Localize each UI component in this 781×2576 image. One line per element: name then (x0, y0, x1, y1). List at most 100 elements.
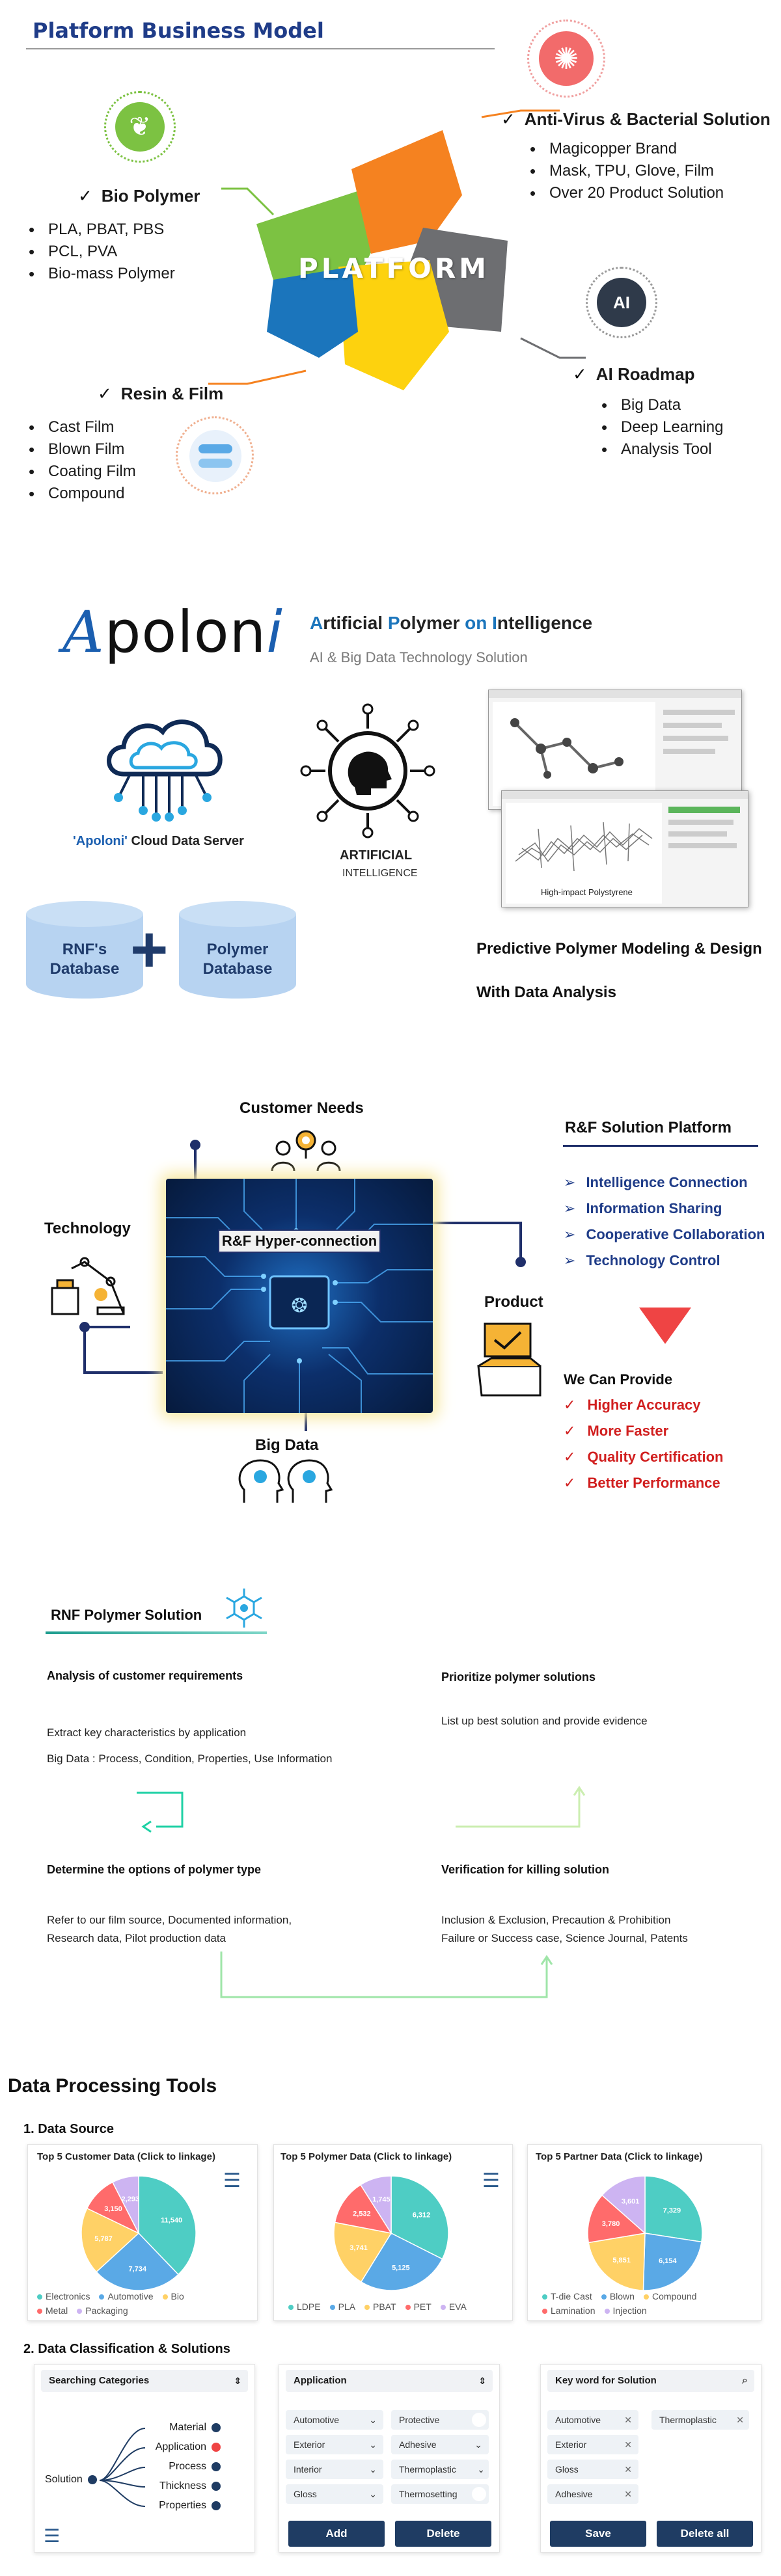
tag-gloss[interactable]: Gloss⌄ (286, 2484, 383, 2504)
antivirus-list: Magicopper Brand Mask, TPU, Glove, Film … (527, 138, 724, 204)
list-item: Deep Learning (599, 416, 723, 438)
delete-button[interactable]: Delete (395, 2521, 491, 2547)
software-screenshot-1 (488, 690, 742, 810)
list-item: PLA, PBAT, PBS (26, 219, 175, 241)
rnf-title: RNF Polymer Solution (51, 1607, 202, 1623)
list-item: Bio-mass Polymer (26, 263, 175, 285)
tag-exterior[interactable]: Exterior⌄ (286, 2435, 383, 2454)
hamburger-menu-icon[interactable]: ☰ (44, 2526, 61, 2546)
tag-adhesive[interactable]: Adhesive⌄ (391, 2435, 489, 2454)
keyword-automotive[interactable]: Automotive✕ (547, 2410, 638, 2430)
keyword-thermoplastic[interactable]: Thermoplastic✕ (651, 2410, 749, 2430)
pie-data-label: 3,741 (349, 2244, 368, 2252)
tag-interior[interactable]: Interior⌄ (286, 2460, 383, 2479)
close-icon: ✕ (624, 2439, 632, 2450)
pie-slice-packaging (111, 2175, 139, 2234)
step-2-heading: Prioritize polymer solutions (441, 1670, 596, 1684)
list-item: ➢Intelligence Connection (564, 1174, 748, 1190)
pie-card-polymer[interactable]: Top 5 Polymer Data (Click to linkage) ☰ … (273, 2144, 513, 2321)
product-label: Product (484, 1293, 543, 1311)
software-screenshot-2: High-impact Polystyrene (501, 790, 748, 907)
tag-thermosetting[interactable]: Thermosetting (391, 2484, 489, 2504)
tree-node-material[interactable]: Material (169, 2422, 221, 2434)
bio-polymer-title: ✓Bio Polymer (78, 186, 200, 206)
searching-categories-panel: Searching Categories ⇕ Solution Material… (34, 2364, 255, 2553)
keyword-gloss[interactable]: Gloss✕ (547, 2460, 638, 2479)
chevron-down-icon: ⌄ (369, 2439, 377, 2450)
title-underline (26, 48, 495, 49)
antivirus-title: ✓Anti-Virus & Bacterial Solution (501, 109, 771, 129)
down-triangle-icon (639, 1308, 691, 1344)
flow-arrows (137, 1786, 586, 1998)
pie-slice-pla (360, 2233, 443, 2291)
ai-brain-icon: AI (586, 267, 657, 338)
tag-protective[interactable]: Protective (391, 2410, 489, 2430)
legend-item: LDPE (288, 2301, 321, 2312)
pie-slice-bio (81, 2207, 140, 2273)
pie-slice-lamination (587, 2194, 646, 2244)
tree-node-properties[interactable]: Properties (159, 2500, 221, 2512)
list-item: ✓Higher Accuracy (564, 1397, 701, 1413)
list-item: Compound (26, 483, 136, 505)
customer-needs-label: Customer Needs (240, 1099, 364, 1117)
pie-slice-electronics (138, 2175, 197, 2275)
tag-thermoplastic[interactable]: Thermoplastic⌄ (391, 2460, 489, 2479)
tools-title: Data Processing Tools (8, 2075, 217, 2097)
sort-arrows-icon: ⇕ (478, 2376, 486, 2386)
list-item: ➢Information Sharing (564, 1200, 722, 1216)
close-icon: ✕ (624, 2464, 632, 2475)
step-3-text: Refer to our film source, Documented inf… (47, 1914, 292, 1944)
ai-head-icon (300, 703, 435, 839)
bio-polymer-list: PLA, PBAT, PBS PCL, PVA Bio-mass Polymer (26, 219, 175, 285)
pie-slice-pet (334, 2184, 392, 2234)
legend-item: Packaging (77, 2305, 128, 2316)
pie-card-partner[interactable]: Top 5 Partner Data (Click to linkage) 7,… (527, 2144, 761, 2321)
delete-all-button[interactable]: Delete all (657, 2521, 753, 2547)
keyword-exterior[interactable]: Exterior✕ (547, 2435, 638, 2454)
chevron-down-icon: ⌄ (477, 2464, 485, 2475)
hamburger-menu-icon[interactable]: ☰ (223, 2170, 241, 2192)
film-roll-icon (176, 416, 254, 494)
pie-slice-ldpe (390, 2175, 449, 2260)
tree-node-thickness[interactable]: Thickness (159, 2480, 221, 2492)
big-data-label: Big Data (255, 1436, 319, 1454)
legend-item: Bio (162, 2291, 184, 2301)
tag-automotive[interactable]: Automotive⌄ (286, 2410, 383, 2430)
pie-slice-injection (601, 2175, 646, 2234)
hamburger-menu-icon[interactable]: ☰ (482, 2170, 500, 2192)
pie-data-label: 3,780 (602, 2220, 620, 2228)
step-2-text: List up best solution and provide eviden… (441, 1715, 648, 1727)
save-button[interactable]: Save (550, 2521, 646, 2547)
search-icon: ⌕ (742, 2375, 748, 2386)
list-item: Analysis Tool (599, 438, 723, 461)
hyper-center-label: R&F Hyper-connection (218, 1229, 381, 1253)
classification-heading: 2. Data Classification & Solutions (23, 2342, 230, 2356)
apoloni-logo: Apoloni (62, 598, 283, 665)
pie-slice-pbat (333, 2221, 392, 2283)
list-item: ✓Better Performance (564, 1475, 720, 1491)
pie-slice-automotive (96, 2232, 179, 2291)
pie-data-label: 11,540 (161, 2217, 182, 2225)
keyword-search[interactable]: Key word for Solution ⌕ (547, 2370, 754, 2392)
tagline-2: With Data Analysis (476, 984, 616, 1001)
add-button[interactable]: Add (288, 2521, 385, 2547)
pie-card-customer[interactable]: Top 5 Customer Data (Click to linkage) ☰… (27, 2144, 258, 2321)
virus-icon: ✺ (527, 20, 605, 98)
step-1-heading: Analysis of customer requirements (47, 1669, 243, 1682)
keyword-adhesive[interactable]: Adhesive✕ (547, 2484, 638, 2504)
searching-categories-select[interactable]: Searching Categories ⇕ (41, 2370, 248, 2392)
card-title: Top 5 Polymer Data (Click to linkage) (281, 2151, 452, 2162)
tree-node-application[interactable]: Application (156, 2441, 221, 2453)
pie-slice-t-die-cast (644, 2175, 703, 2243)
application-select[interactable]: Application ⇕ (286, 2370, 493, 2392)
tree-node-process[interactable]: Process (169, 2461, 221, 2473)
tree-root-node[interactable]: Solution (45, 2474, 97, 2486)
pie-data-label: 6,312 (413, 2211, 431, 2219)
legend-item: Lamination (542, 2305, 596, 2316)
pie-data-label: 2,532 (353, 2210, 371, 2218)
provide-list: ✓Higher Accuracy ✓More Faster ✓Quality C… (564, 1392, 723, 1496)
